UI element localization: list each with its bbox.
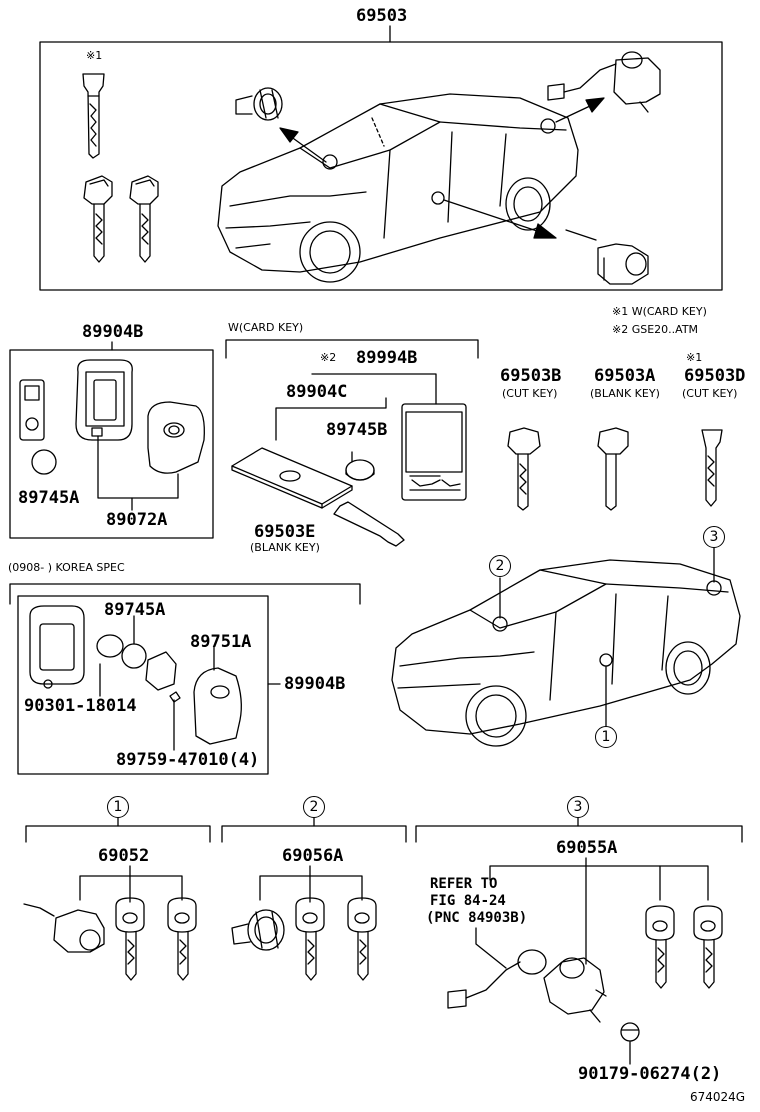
refer-line-2: FIG 84-24 [430,893,506,909]
group-2-bracket [221,817,407,903]
part-label-69503D[interactable]: 69503D [684,366,746,386]
part-label-89904C[interactable]: 89904C [286,382,348,402]
card-key-icon [231,447,353,509]
cover-korea-icon [193,667,242,745]
key-icon [295,897,325,981]
part-label-69503E[interactable]: 69503E [254,522,316,542]
ignition-switch-icon [547,51,661,113]
korea-spec-heading: (0908- ) KOREA SPEC [8,561,125,574]
cut-key-icon [129,175,159,263]
note-gse20: ※2 GSE20..ATM [612,323,699,336]
note-cut-key-b: (CUT KEY) [502,387,558,400]
car-illustration-middle [391,559,741,747]
lock-cylinder-icon [235,87,283,121]
refer-line-3: (PNC 84903B) [426,910,528,926]
part-label-90179-06274[interactable]: 90179-06274(2) [578,1064,722,1084]
key-housing-korea-icon [29,605,85,689]
key-icon [693,905,723,989]
board-icon [145,651,177,691]
part-label-69052[interactable]: 69052 [98,846,150,866]
blank-key-plate-icon [333,501,405,547]
part-label-69056A[interactable]: 69056A [282,846,344,866]
card-key-bracket [225,339,479,359]
flat-key-blank-icon [82,73,105,159]
leader-refer [475,927,507,969]
refer-line-1: REFER TO [430,876,498,892]
group-1-bracket [25,817,211,903]
bracket-89994B [311,373,437,405]
part-label-89745A-korea[interactable]: 89745A [104,600,166,620]
leader-89072A [97,435,179,499]
coin-battery-icon [345,459,375,481]
top-frame [39,25,723,291]
note-blank-key-a: (BLANK KEY) [590,387,660,400]
key-case-icon [75,359,133,441]
ignition-switch-assembly-icon [447,949,607,1023]
part-label-69055A[interactable]: 69055A [556,838,618,858]
note-mark-1: ※1 [86,49,103,62]
key-cover-icon [147,401,205,474]
remote-box [9,341,214,539]
ignition-cylinder-icon [231,909,285,951]
card-manual-icon [401,403,467,501]
door-cylinder-icon [23,903,105,953]
group-3-bracket [415,817,743,965]
o-ring-icon [96,634,124,658]
callout-3-car[interactable]: 3 [703,526,725,548]
part-label-69503[interactable]: 69503 [356,6,408,26]
arrow-to-ignition [555,97,605,123]
part-label-89745B[interactable]: 89745B [326,420,388,440]
remote-housing-icon [19,379,45,441]
bracket-89904C [275,397,387,441]
part-label-89904B-korea[interactable]: 89904B [284,674,346,694]
callout-3-group[interactable]: 3 [567,796,589,818]
key-icon [115,897,145,981]
key-icon [347,897,377,981]
part-label-69503B[interactable]: 69503B [500,366,562,386]
flat-cut-key-icon [701,429,723,507]
korea-battery-icon [121,643,147,669]
callout-1-car[interactable]: 1 [595,726,617,748]
cut-key-icon [507,427,541,511]
part-label-89994B[interactable]: 89994B [356,348,418,368]
part-label-90301-18014[interactable]: 90301-18014 [24,696,137,716]
part-label-89904B[interactable]: 89904B [82,322,144,342]
callout-1-group[interactable]: 1 [107,796,129,818]
note-mark-1-d: ※1 [686,351,703,364]
part-label-89745A[interactable]: 89745A [18,488,80,508]
note-cut-key-d: (CUT KEY) [682,387,738,400]
part-label-69503A[interactable]: 69503A [594,366,656,386]
battery-icon [31,449,57,475]
note-card-key: ※1 W(CARD KEY) [612,305,707,318]
note-mark-2: ※2 [320,351,337,364]
door-lock-cylinder-icon [565,229,649,285]
arrow-to-door-cylinder [443,199,557,239]
car-illustration-top [217,93,579,283]
part-label-89072A[interactable]: 89072A [106,510,168,530]
cut-key-icon [83,175,113,263]
korea-spec-box [17,595,269,775]
diagram-code: 674024G [690,1090,746,1104]
key-icon [645,905,675,989]
callout-2-group[interactable]: 2 [303,796,325,818]
note-blank-key-e: (BLANK KEY) [250,541,320,554]
part-label-89759-47010[interactable]: 89759-47010(4) [116,750,260,770]
part-label-89751A[interactable]: 89751A [190,632,252,652]
korea-spec-bracket [9,583,361,605]
screw-icon [169,691,181,703]
callout-2-car[interactable]: 2 [489,555,511,577]
blank-key-icon [597,427,629,511]
key-icon [167,897,197,981]
card-key-heading: W(CARD KEY) [228,321,304,334]
arrow-to-cylinder-left [279,127,327,163]
bolt-icon [620,1022,640,1042]
